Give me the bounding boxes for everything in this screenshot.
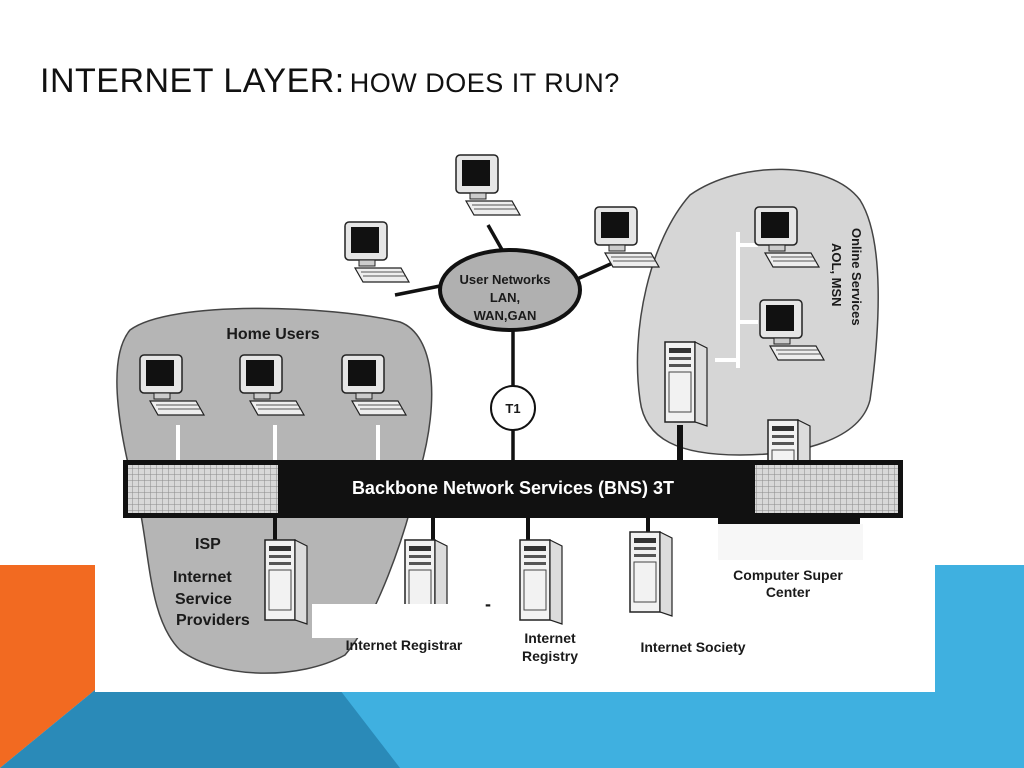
computer-icon bbox=[594, 206, 660, 268]
registrar-label-backdrop bbox=[312, 604, 497, 638]
home-user-links bbox=[176, 425, 380, 462]
backbone-grid-right bbox=[755, 465, 898, 513]
computer-icon bbox=[455, 154, 521, 216]
super-center-shelf bbox=[718, 518, 860, 524]
super-center-panel bbox=[718, 524, 863, 560]
page-title: INTERNET LAYER: HOW DOES IT RUN? bbox=[40, 62, 620, 101]
super-center-line1: Computer Super bbox=[733, 567, 843, 583]
t1-label: T1 bbox=[505, 401, 520, 416]
dark-blue-corner-block bbox=[0, 690, 400, 768]
registry-server-icon bbox=[519, 539, 563, 625]
t1-node bbox=[490, 385, 536, 431]
user-networks-node bbox=[438, 248, 582, 332]
page-title-main: INTERNET LAYER: bbox=[40, 62, 345, 100]
backbone-label: Backbone Network Services (BNS) 3T bbox=[352, 478, 674, 498]
society-server-icon bbox=[629, 531, 673, 617]
user-networks-label: User Networks bbox=[459, 272, 550, 287]
user-networks-lan: LAN, bbox=[490, 290, 520, 305]
internet-registrar-label: Internet Registrar bbox=[346, 637, 463, 653]
isp-full-line1: Internet bbox=[173, 569, 232, 586]
isp-label: ISP bbox=[195, 536, 221, 553]
backbone-grid-left bbox=[128, 465, 278, 513]
dash-label: - bbox=[485, 594, 491, 614]
online-services-aol-msn: AOL, MSN bbox=[829, 243, 844, 307]
computer-icon bbox=[344, 221, 410, 283]
internet-registry-line2: Registry bbox=[522, 648, 578, 664]
isp-full-line2: Service bbox=[175, 591, 232, 608]
isp-full-line3: Providers bbox=[176, 612, 250, 629]
home-users-label: Home Users bbox=[226, 326, 319, 343]
internet-society-label: Internet Society bbox=[640, 639, 745, 655]
page-title-sub: HOW DOES IT RUN? bbox=[349, 68, 620, 98]
super-center-line2: Center bbox=[766, 584, 811, 600]
online-services-links bbox=[715, 232, 758, 368]
user-networks-wan: WAN,GAN bbox=[474, 308, 537, 323]
isp-server-icon bbox=[264, 539, 308, 625]
orange-corner-block bbox=[0, 565, 95, 768]
server-icon bbox=[664, 341, 708, 427]
internet-registry-line1: Internet bbox=[524, 630, 576, 646]
online-services-label: Online Services bbox=[849, 228, 864, 326]
